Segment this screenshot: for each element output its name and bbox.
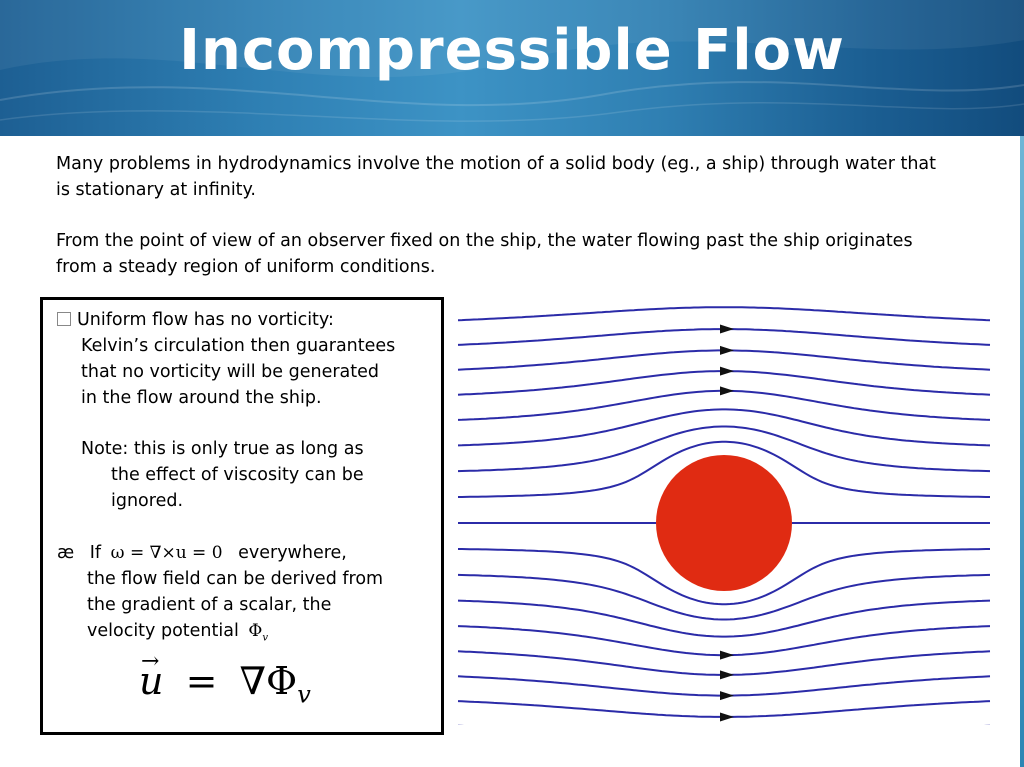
curl-zero-condition: ω = ∇×u = 0 xyxy=(110,543,223,563)
streamline xyxy=(457,408,991,447)
intro-paragraph-2: From the point of view of an observer fi… xyxy=(56,231,913,277)
note-line-3: ignored. xyxy=(111,491,184,511)
bullet-1-line-4: in the flow around the ship. xyxy=(81,388,322,408)
cylinder-body xyxy=(656,455,792,591)
flow-around-cylinder-diagram xyxy=(457,306,991,725)
streamline xyxy=(457,425,991,473)
streamline xyxy=(457,599,991,638)
flow-arrows-group xyxy=(720,324,734,722)
streamlines-group xyxy=(457,306,991,725)
streamline xyxy=(457,625,991,657)
gradient-equation: →u = ∇Φv xyxy=(139,649,311,720)
if-text: If xyxy=(89,543,102,563)
note-line-1: Note: this is only true as long as xyxy=(81,439,364,459)
intro-paragraph-1: Many problems in hydrodynamics involve t… xyxy=(56,154,936,200)
bullet-2-line-2: the flow field can be derived from xyxy=(87,569,384,589)
flow-direction-arrow-icon xyxy=(720,712,734,722)
note-line-2: the effect of viscosity can be xyxy=(111,465,364,485)
bullet-2-glyph: æ xyxy=(57,543,75,563)
right-edge-accent xyxy=(1020,136,1024,767)
bullet-2-line-4: velocity potential Φv xyxy=(87,618,268,651)
everywhere-text: everywhere, xyxy=(238,543,347,563)
flow-direction-arrow-icon xyxy=(720,670,734,680)
bullet-1-text: Uniform flow has no vorticity: xyxy=(77,310,334,330)
title-banner: Incompressible Flow xyxy=(0,0,1024,136)
equals-sign: = xyxy=(185,659,218,703)
potential-symbol: Φv xyxy=(248,621,268,644)
bullet-1-first-line: Uniform flow has no vorticity: xyxy=(57,307,334,333)
streamline xyxy=(458,548,990,606)
flow-direction-arrow-icon xyxy=(720,324,734,334)
vorticity-box: Uniform flow has no vorticity: Kelvin’s … xyxy=(40,297,444,735)
velocity-vector-symbol: →u xyxy=(139,649,164,703)
flow-direction-arrow-icon xyxy=(720,345,734,355)
streamline xyxy=(457,306,991,322)
bullet-1-line-2: Kelvin’s circulation then guarantees xyxy=(81,336,396,356)
streamline xyxy=(458,440,990,498)
bullet-1-line-3: that no vorticity will be generated xyxy=(81,362,379,382)
bullet-glyph-icon xyxy=(57,312,71,326)
flow-direction-arrow-icon xyxy=(720,366,734,376)
slide-title: Incompressible Flow xyxy=(179,18,845,83)
bullet-2-line-3: the gradient of a scalar, the xyxy=(87,595,332,615)
bullet-2-first-line: æ If ω = ∇×u = 0 everywhere, xyxy=(57,540,347,566)
wave-decoration xyxy=(0,0,1024,122)
velocity-potential-text: velocity potential xyxy=(87,621,239,641)
flow-direction-arrow-icon xyxy=(720,691,734,701)
phi-subscript: v xyxy=(297,680,311,709)
flow-direction-arrow-icon xyxy=(720,386,734,396)
streamline xyxy=(457,573,991,621)
flow-direction-arrow-icon xyxy=(720,650,734,660)
streamline xyxy=(457,389,991,421)
gradient-phi: ∇Φ xyxy=(239,659,298,703)
